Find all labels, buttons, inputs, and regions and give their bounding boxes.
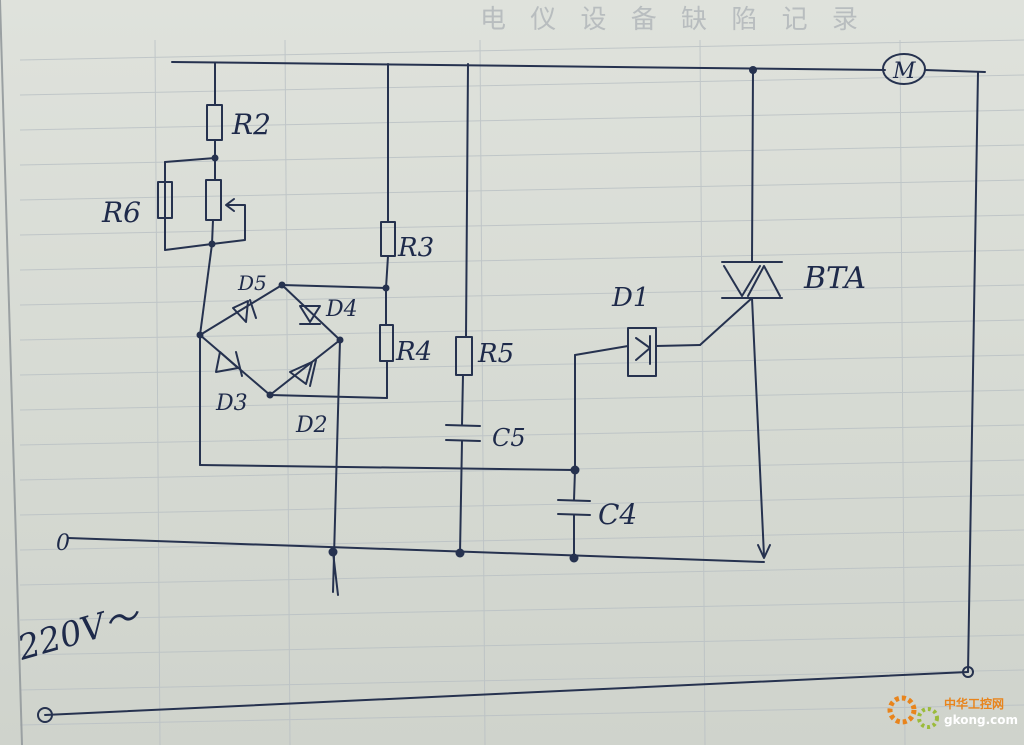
motor-right-wire bbox=[924, 69, 986, 73]
top-rail-wire bbox=[171, 61, 886, 71]
label-d3: D3 bbox=[215, 391, 248, 416]
label-r5: R5 bbox=[477, 339, 514, 369]
gate-wire bbox=[655, 344, 701, 347]
potentiometer bbox=[205, 179, 222, 221]
junctions bbox=[196, 66, 757, 563]
label-c5: C5 bbox=[492, 424, 526, 452]
triac-arrow bbox=[757, 544, 771, 559]
r2-resistor bbox=[206, 104, 223, 141]
pot-bottom-wire bbox=[211, 219, 214, 245]
gear-icon-small bbox=[917, 707, 939, 729]
r6-parallel-top-wire bbox=[164, 157, 216, 163]
label-d2: D2 bbox=[295, 413, 328, 438]
gate-link-wire bbox=[699, 297, 753, 346]
pot-wiper-wire bbox=[211, 204, 246, 245]
bridge-return-wire bbox=[199, 464, 573, 471]
label-bta: BTA bbox=[803, 261, 866, 296]
d2-wire bbox=[269, 339, 341, 396]
paper-ruling bbox=[19, 39, 1024, 745]
d5-wire bbox=[199, 284, 283, 336]
c5-plate-top bbox=[445, 424, 481, 427]
d5-diode bbox=[232, 299, 257, 323]
d4-diode bbox=[299, 305, 321, 325]
r5-wire bbox=[465, 63, 469, 338]
r6-resistor bbox=[157, 181, 173, 219]
triac-bottom-wire bbox=[751, 297, 765, 557]
label-c4: C4 bbox=[598, 498, 637, 531]
r5-resistor bbox=[455, 336, 473, 376]
c5-top-wire bbox=[461, 374, 464, 426]
d2-diode bbox=[289, 359, 317, 387]
bridge-top-wire bbox=[281, 284, 387, 289]
d4-wire bbox=[281, 284, 341, 341]
r4-resistor bbox=[379, 324, 394, 362]
label-r3: R3 bbox=[397, 233, 434, 263]
d1-diac-symbol bbox=[635, 335, 651, 365]
bridge-feed-wire bbox=[199, 243, 213, 336]
d3-diode bbox=[215, 351, 243, 377]
paper-edge bbox=[0, 0, 23, 745]
c5-bottom-wire bbox=[459, 440, 463, 554]
c5-plate-bottom bbox=[445, 439, 481, 442]
lower-rail-stub bbox=[332, 551, 339, 596]
label-d1: D1 bbox=[611, 283, 649, 313]
gear-icon bbox=[887, 695, 917, 725]
page-title: 电 仪 设 备 缺 陷 记 录 bbox=[480, 5, 866, 35]
label-r4: R4 bbox=[395, 337, 432, 367]
bta-triac bbox=[721, 261, 783, 299]
label-terminal-zero: 0 bbox=[56, 531, 70, 556]
bridge-bottom-wire bbox=[269, 394, 388, 399]
r6-parallel-bottom-wire bbox=[164, 243, 213, 251]
label-d5: D5 bbox=[237, 271, 267, 295]
lower-rail-wire bbox=[67, 537, 765, 563]
label-d4: D4 bbox=[325, 297, 358, 322]
terminals bbox=[37, 666, 974, 723]
c4-top-wire bbox=[573, 469, 576, 501]
motor-symbol bbox=[882, 53, 926, 85]
pot-wiper-arrow bbox=[225, 198, 235, 212]
watermark-site-cn: 中华工控网 bbox=[944, 696, 1004, 711]
d1-input-wire bbox=[574, 345, 629, 356]
label-motor: M bbox=[892, 59, 916, 84]
label-r6: R6 bbox=[101, 196, 141, 229]
triac-top-wire bbox=[751, 69, 754, 263]
supply-bottom-wire bbox=[44, 671, 969, 716]
r3-r4-node-wire bbox=[385, 255, 389, 289]
label-supply-voltage: 220V～ bbox=[12, 595, 146, 669]
right-return-wire bbox=[967, 71, 979, 673]
c4-plate-top bbox=[557, 499, 591, 502]
watermark-site-url: gkong.com bbox=[944, 713, 1018, 727]
d1-diac bbox=[627, 327, 657, 377]
label-r2: R2 bbox=[231, 108, 271, 141]
site-watermark: 中华工控网 gkong.com bbox=[887, 695, 1018, 729]
